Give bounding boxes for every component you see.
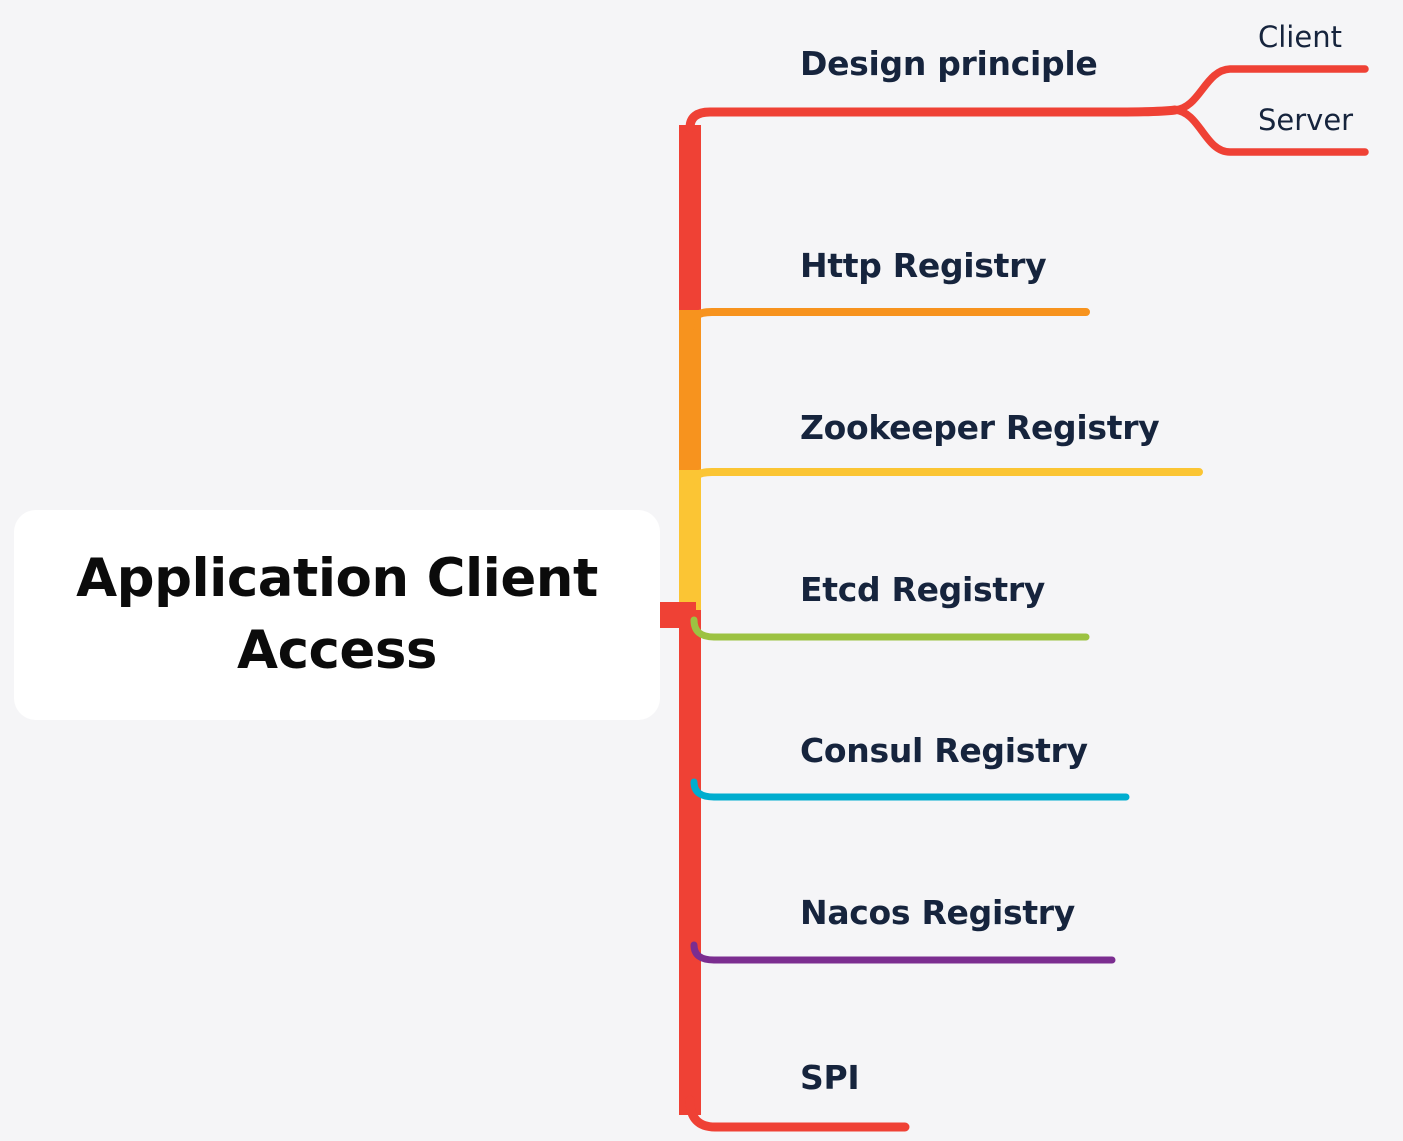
root-node[interactable]: Application Client Access	[14, 510, 660, 720]
branch-label-etcd-registry[interactable]: Etcd Registry	[800, 570, 1046, 609]
leaf-edge-server	[1171, 106, 1369, 156]
branch-edge-zookeeper-registry	[686, 468, 1203, 492]
branch-label-consul-registry[interactable]: Consul Registry	[800, 731, 1088, 770]
branch-label-zookeeper-registry[interactable]: Zookeeper Registry	[800, 408, 1160, 447]
leaf-label-server[interactable]: Server	[1258, 103, 1354, 137]
branch-edge-spi	[685, 1095, 910, 1132]
root-node-label: Application Client Access	[76, 548, 598, 681]
branch-edge-etcd-registry	[690, 616, 1090, 641]
branch-edge-nacos-registry	[690, 941, 1116, 964]
branch-label-http-registry[interactable]: Http Registry	[800, 246, 1047, 285]
branch-label-nacos-registry[interactable]: Nacos Registry	[800, 893, 1075, 932]
branch-edge-design-principle	[685, 105, 1180, 133]
branch-edge-consul-registry	[690, 778, 1130, 801]
branch-edge-http-registry	[686, 308, 1090, 332]
leaf-edge-client	[1171, 65, 1369, 114]
leaf-label-client[interactable]: Client	[1258, 20, 1342, 54]
branch-label-design-principle[interactable]: Design principle	[800, 44, 1098, 83]
branch-label-spi[interactable]: SPI	[800, 1058, 860, 1097]
